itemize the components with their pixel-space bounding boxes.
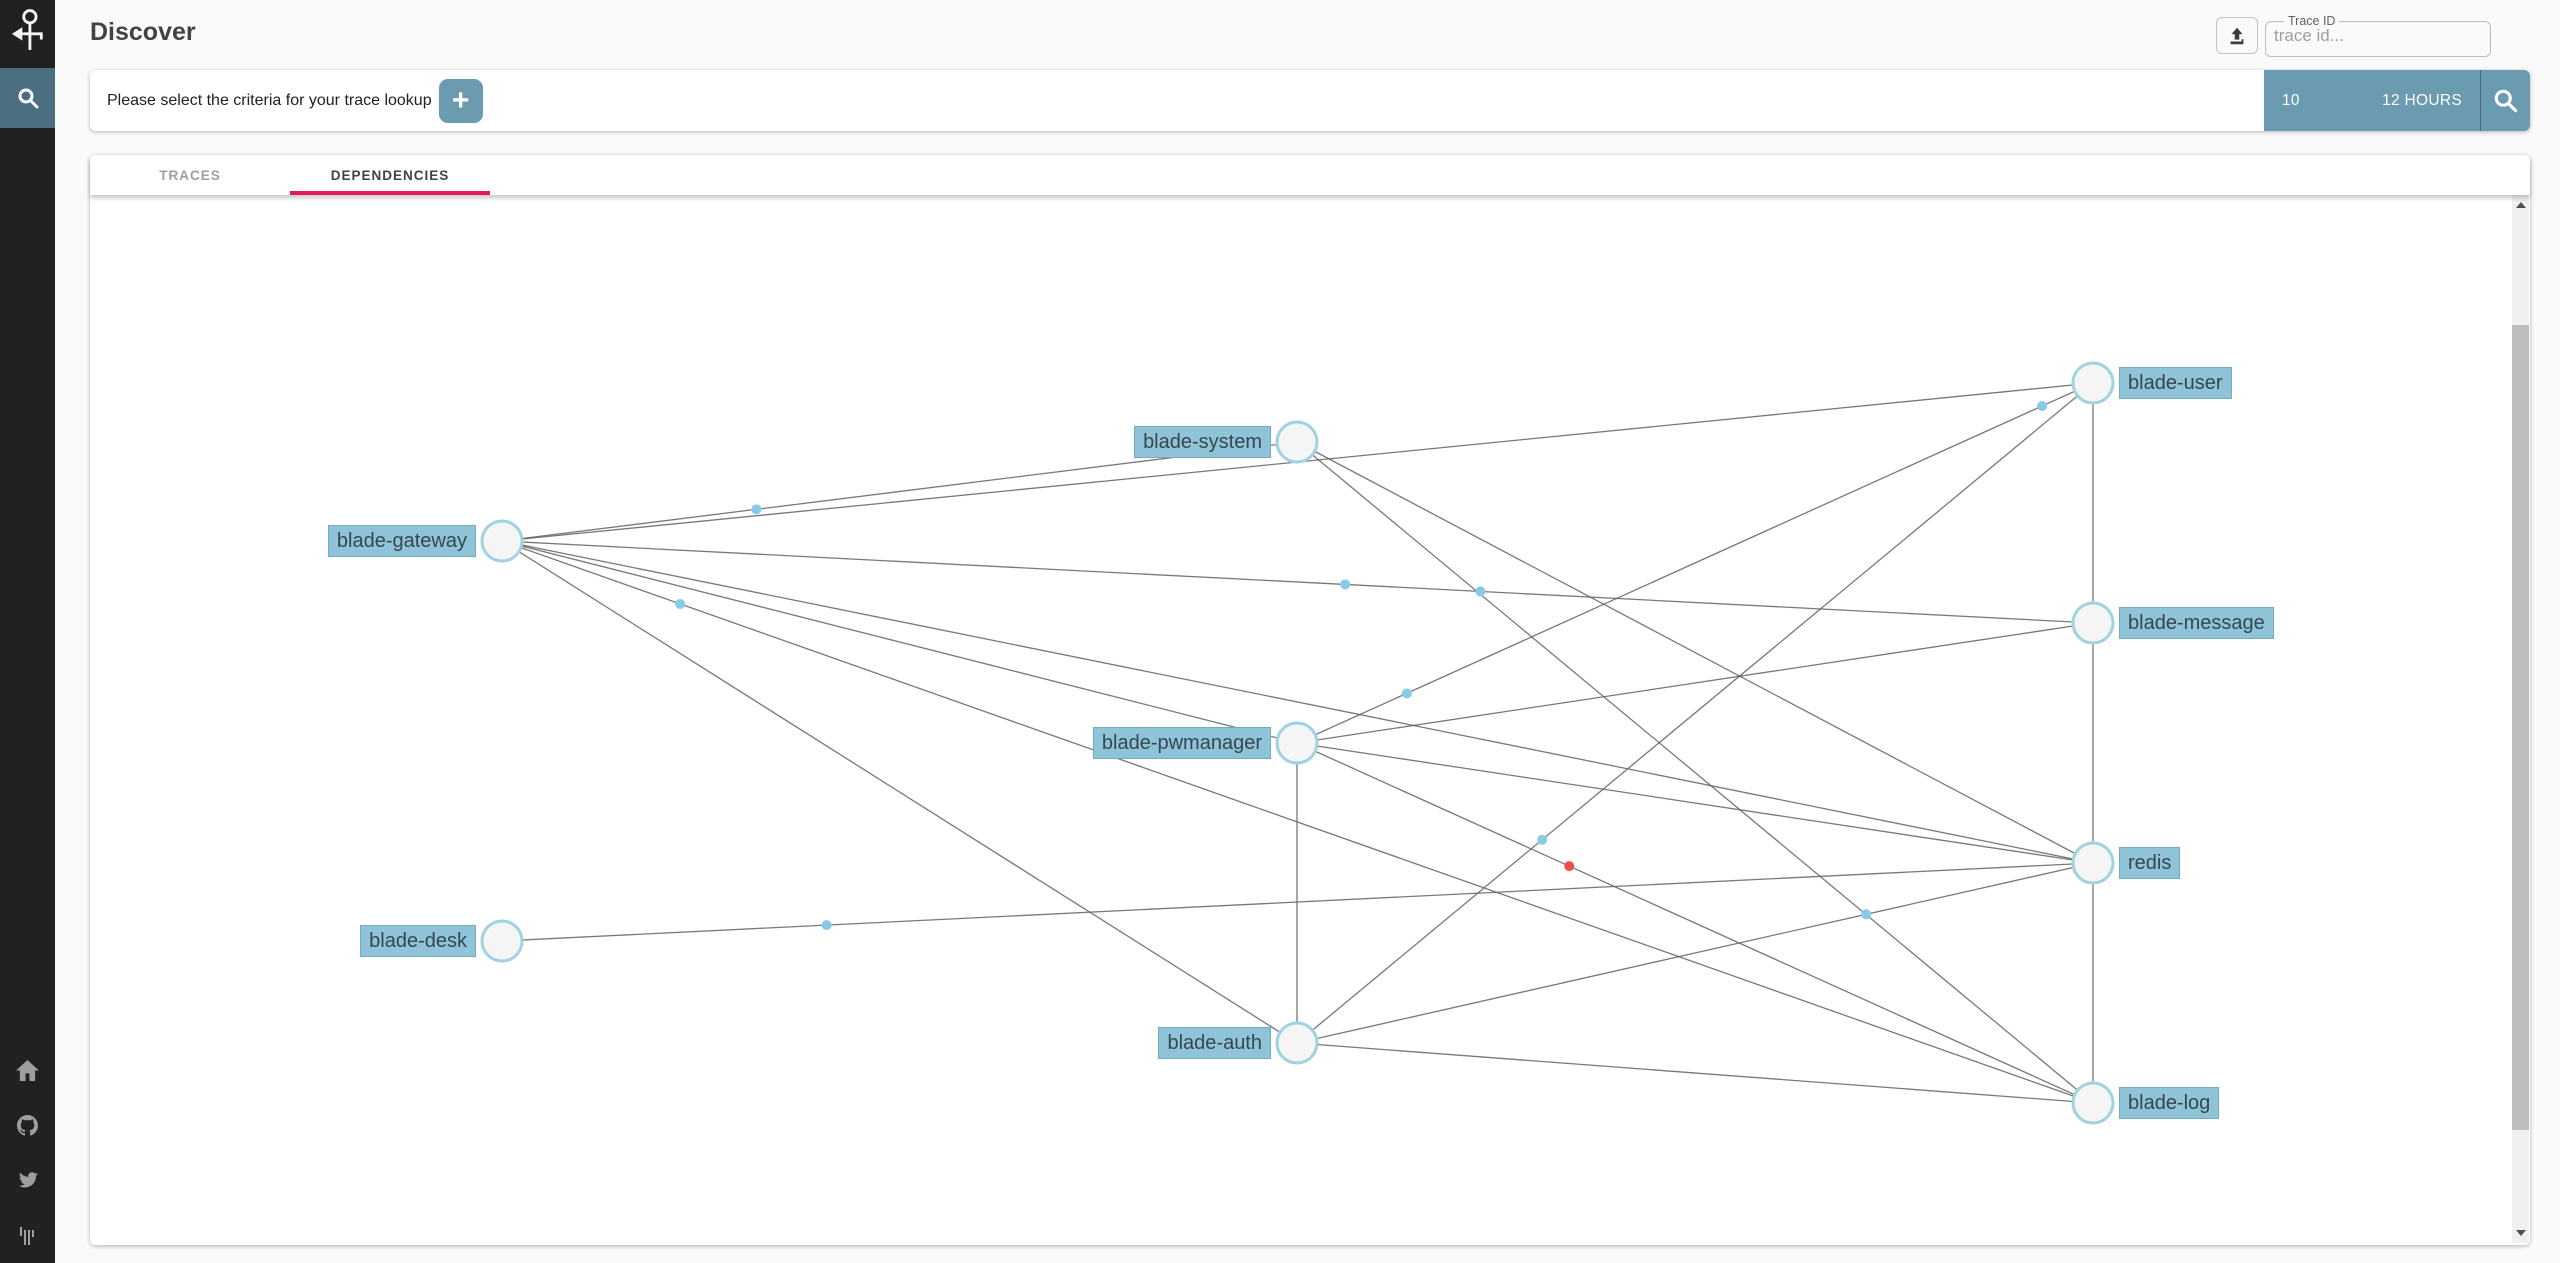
- upload-trace-button[interactable]: [2216, 17, 2258, 54]
- dependency-edge: [501, 540, 2094, 624]
- zipkin-logo-icon[interactable]: [0, 0, 55, 62]
- sidebar-item-search[interactable]: [0, 68, 55, 128]
- service-label-blade-gateway[interactable]: blade-gateway: [327, 525, 476, 557]
- trace-id-label: Trace ID: [2288, 14, 2336, 28]
- results-card: TRACES DEPENDENCIES blade-gateway blade-s…: [90, 155, 2530, 1245]
- trace-id-input[interactable]: [2274, 26, 2469, 46]
- upload-icon: [2230, 27, 2244, 44]
- dependency-edge: [501, 441, 1298, 542]
- search-icon: [18, 88, 38, 109]
- traffic-marker: [1340, 579, 1351, 590]
- graph-area: blade-gateway blade-system blade-pwmanager…: [90, 195, 2530, 1245]
- service-node-blade-pwmanager[interactable]: [1275, 721, 1319, 765]
- dependency-edge: [1296, 742, 2094, 864]
- service-label-blade-message[interactable]: blade-message: [2119, 607, 2274, 639]
- error-marker: [1564, 861, 1575, 872]
- traffic-marker: [751, 504, 762, 515]
- tab-dependencies[interactable]: DEPENDENCIES: [290, 155, 490, 195]
- run-search-button[interactable]: [2480, 70, 2530, 131]
- plus-icon: +: [451, 83, 470, 117]
- service-label-blade-system[interactable]: blade-system: [1134, 426, 1271, 458]
- gitter-icon[interactable]: [0, 1208, 55, 1263]
- dependency-edge: [1296, 441, 2094, 864]
- service-node-blade-user[interactable]: [2071, 361, 2115, 405]
- service-node-blade-auth[interactable]: [1275, 1021, 1319, 1065]
- service-label-blade-log[interactable]: blade-log: [2119, 1087, 2220, 1119]
- traffic-marker: [675, 598, 686, 609]
- dependency-edge: [1296, 622, 2094, 744]
- sidebar: [0, 0, 55, 1263]
- dependency-graph-svg: [480, 361, 2115, 1125]
- traffic-marker: [1861, 909, 1872, 920]
- lookup-range-section[interactable]: 10 12 HOURS: [2264, 70, 2480, 131]
- service-node-blade-desk[interactable]: [480, 919, 524, 963]
- criteria-prompt: Please select the criteria for your trac…: [107, 91, 432, 109]
- dependency-edge: [1296, 862, 2094, 1044]
- page-title: Discover: [90, 18, 196, 46]
- add-criteria-button[interactable]: +: [438, 78, 483, 123]
- dependency-edge: [1296, 742, 2094, 1104]
- github-icon[interactable]: [0, 1098, 55, 1153]
- limit-value[interactable]: 10: [2282, 91, 2300, 109]
- dependency-edge: [1296, 382, 2094, 744]
- service-label-blade-desk[interactable]: blade-desk: [360, 925, 476, 957]
- tab-bar: TRACES DEPENDENCIES: [90, 155, 2530, 195]
- service-node-redis[interactable]: [2071, 841, 2115, 885]
- dependency-edge: [501, 540, 1298, 744]
- trace-id-field: Trace ID: [2265, 14, 2491, 57]
- traffic-marker: [1401, 688, 1412, 699]
- twitter-icon[interactable]: [0, 1153, 55, 1208]
- service-label-blade-auth[interactable]: blade-auth: [1158, 1027, 1271, 1059]
- criteria-section[interactable]: Please select the criteria for your trac…: [90, 70, 2264, 131]
- dependency-edge: [1296, 441, 2094, 1104]
- tab-traces[interactable]: TRACES: [159, 167, 221, 183]
- top-controls: Trace ID: [2216, 14, 2491, 57]
- service-node-blade-system[interactable]: [1275, 420, 1319, 464]
- service-label-blade-user[interactable]: blade-user: [2119, 367, 2232, 399]
- scroll-up-arrow[interactable]: [2512, 197, 2529, 213]
- graph-scrollbar: [2512, 195, 2529, 1243]
- traffic-marker: [1475, 586, 1486, 597]
- scroll-down-arrow[interactable]: [2512, 1225, 2529, 1241]
- service-node-blade-message[interactable]: [2071, 601, 2115, 645]
- service-label-blade-pwmanager[interactable]: blade-pwmanager: [1092, 727, 1271, 759]
- dependency-edge: [1296, 382, 2094, 1044]
- lookback-value[interactable]: 12 HOURS: [2382, 91, 2462, 109]
- traffic-marker: [821, 920, 832, 931]
- home-icon[interactable]: [0, 1043, 55, 1098]
- scrollbar-thumb[interactable]: [2512, 325, 2529, 1130]
- dependency-edge: [501, 540, 1298, 1044]
- service-node-blade-gateway[interactable]: [480, 519, 524, 563]
- dependency-edge: [501, 540, 2094, 864]
- traffic-marker: [1537, 834, 1548, 845]
- traffic-marker: [2037, 401, 2048, 412]
- service-node-blade-log[interactable]: [2071, 1081, 2115, 1125]
- search-icon: [2494, 89, 2518, 113]
- dependency-edge: [1296, 1042, 2094, 1104]
- trace-lookup-bar: Please select the criteria for your trac…: [90, 70, 2530, 131]
- service-label-redis[interactable]: redis: [2119, 847, 2181, 879]
